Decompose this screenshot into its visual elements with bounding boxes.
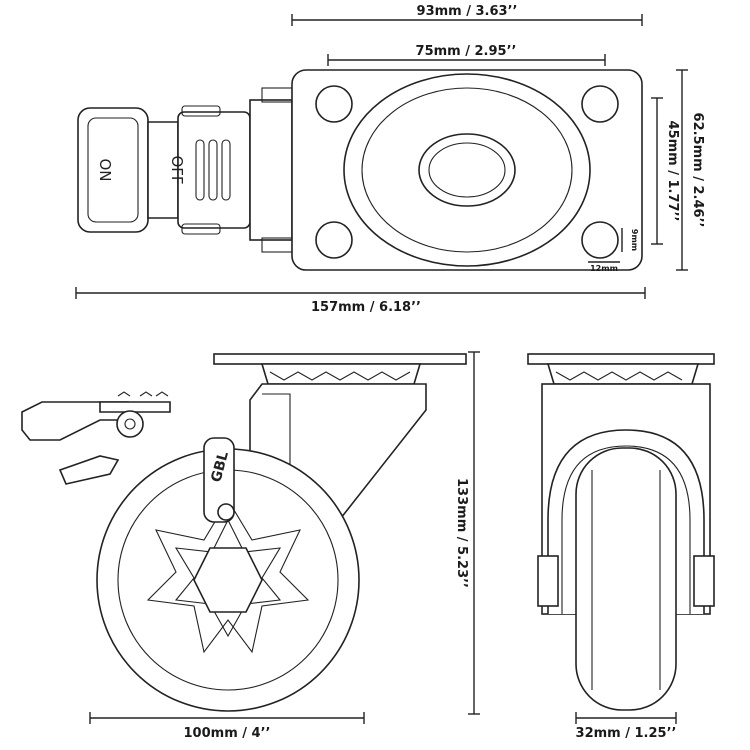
front-axle-nut-right	[693, 555, 715, 607]
hole-depth-label: 45mm / 1.77’’	[665, 121, 680, 222]
side-top-plate	[213, 353, 467, 365]
axle-nut	[193, 547, 263, 613]
slot-height-label: 9mm	[630, 229, 639, 251]
mount-hole	[581, 85, 619, 123]
mount-hole	[315, 85, 353, 123]
brake-off-label: OFF	[168, 155, 186, 184]
front-bearing	[546, 363, 700, 385]
brake-mount	[249, 99, 293, 241]
grip-rib	[221, 139, 231, 201]
side-view: GBL 100mm / 4’’ 133mm / 5.23’’	[21, 351, 480, 741]
wheel-diameter-label: 100mm / 4’’	[184, 726, 271, 741]
side-brake-pad	[58, 455, 120, 485]
front-top-plate	[527, 353, 715, 365]
plate-depth-label: 62.5mm / 2.46’’	[690, 113, 705, 228]
side-bearing	[260, 363, 422, 385]
brake-pedal-inner	[87, 117, 139, 223]
brake-housing	[177, 111, 251, 229]
brake-pivot	[116, 410, 144, 438]
overall-height-label: 133mm / 5.23’’	[454, 478, 469, 588]
wheel-width-label: 32mm / 1.25’’	[576, 726, 677, 741]
kingpin-inner	[428, 142, 506, 198]
brand-label: GBL	[208, 450, 232, 484]
fork-arch-inner	[561, 445, 691, 614]
front-bearing-pattern	[555, 371, 683, 381]
front-wheel	[575, 447, 677, 711]
bearing-pattern	[269, 371, 411, 381]
side-brake-arm	[99, 401, 171, 413]
brake-arm-ridges	[117, 391, 169, 397]
wheel-spokes	[146, 498, 310, 654]
mount-hole	[315, 221, 353, 259]
kingpin-outer	[418, 133, 516, 207]
brand-badge	[203, 437, 235, 523]
grip-rib	[208, 139, 218, 201]
slot-width-label: 12mm	[590, 264, 618, 273]
mount-hole	[581, 221, 619, 259]
front-view: 32mm / 1.25’’	[527, 353, 715, 741]
overall-length-label: 157mm / 6.18’’	[311, 300, 421, 315]
hole-width-label: 75mm / 2.95’’	[416, 44, 517, 59]
swivel-ring-inner	[361, 87, 573, 253]
plate-width-label: 93mm / 3.63’’	[417, 4, 518, 19]
front-axle-nut-left	[537, 555, 559, 607]
brake-clip-bottom	[181, 223, 221, 235]
top-view: 93mm / 3.63’’ 75mm / 2.95’’ ON OFF	[75, 4, 705, 315]
brake-clip-top	[181, 105, 221, 117]
brake-on-label: ON	[96, 158, 114, 181]
brake-pivot-inner	[124, 418, 136, 430]
grease-nipple	[217, 503, 235, 521]
grip-rib	[195, 139, 205, 201]
